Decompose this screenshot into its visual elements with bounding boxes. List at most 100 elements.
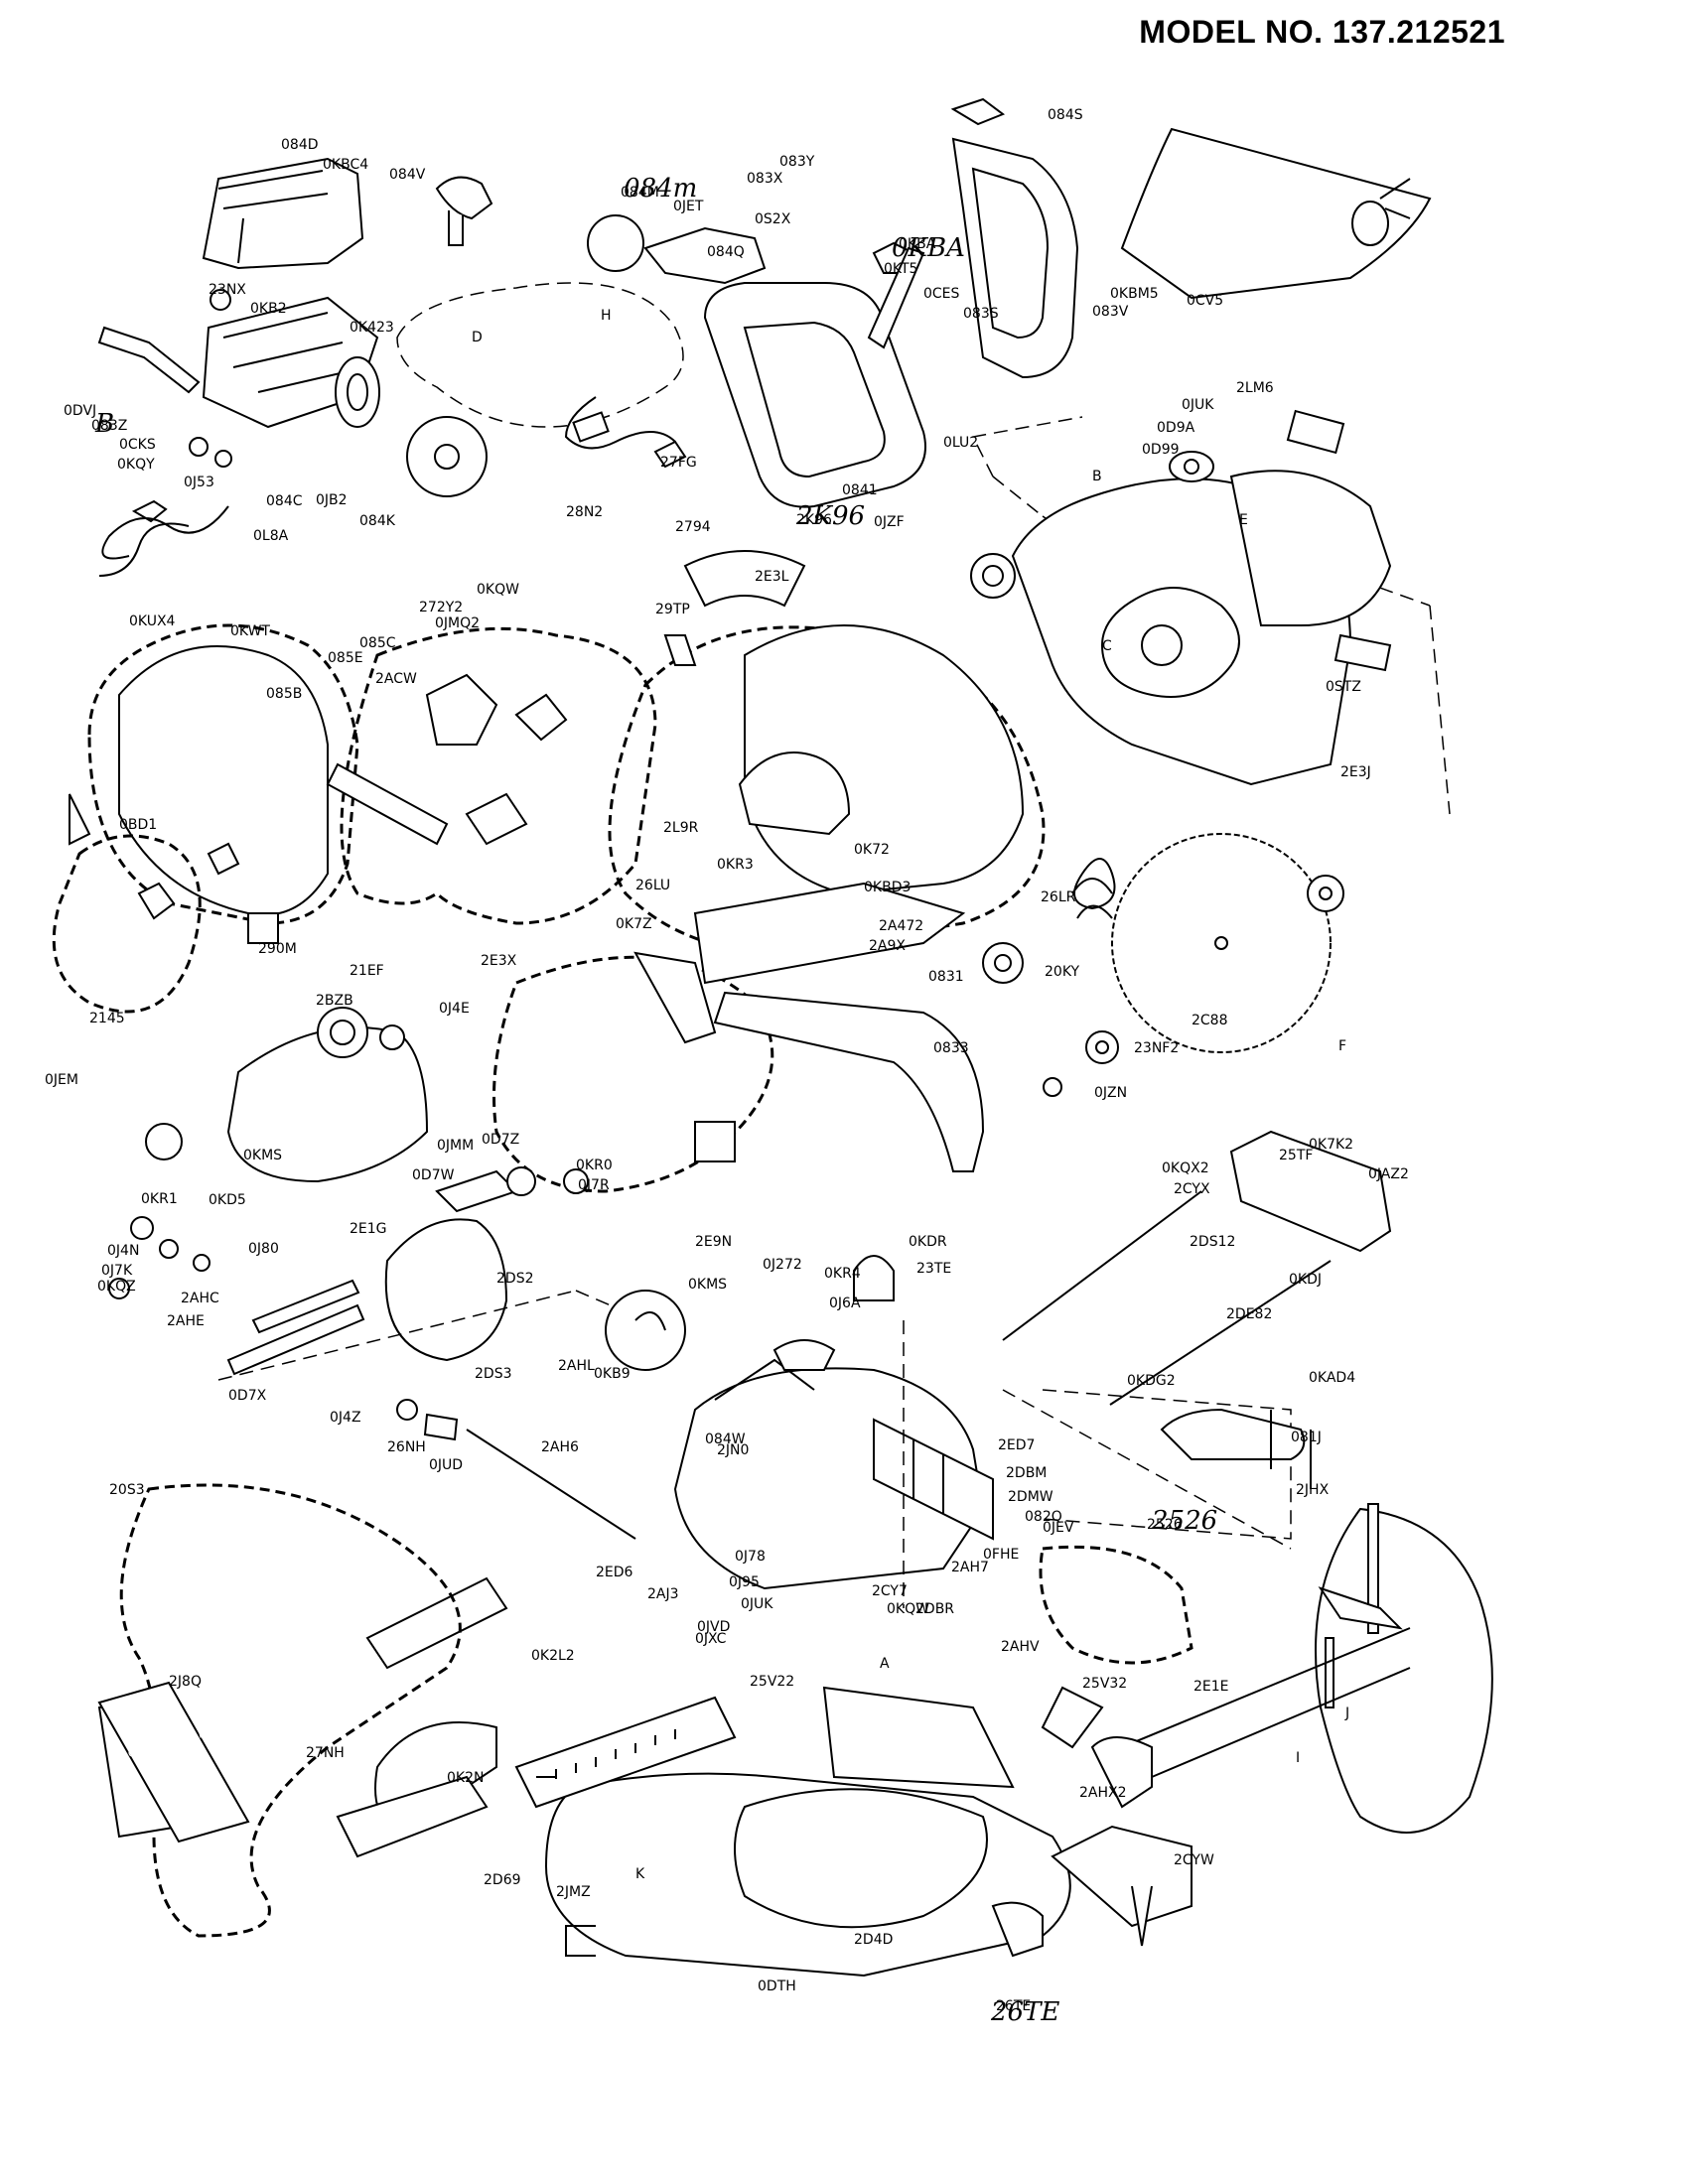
part-label: D — [472, 330, 483, 345]
part-label: 0KR1 — [141, 1191, 178, 1207]
part-label: 0JVD — [697, 1619, 730, 1635]
part-label: 0FHE — [983, 1547, 1019, 1563]
part-label: 2DS3 — [475, 1366, 511, 1382]
part-label: 2AJ3 — [647, 1586, 679, 1602]
part-label: 0KR3 — [717, 857, 754, 873]
part-label: 0JZF — [874, 514, 905, 530]
upper-guard-group — [608, 550, 1046, 955]
part-label: 0KDG2 — [1127, 1373, 1176, 1389]
part-label: H — [601, 308, 612, 324]
part-label: 2ED7 — [998, 1437, 1035, 1453]
handwritten-2526: 2526 — [1151, 1506, 1217, 1536]
part-label: 0JMM — [437, 1138, 474, 1154]
model-number-title: MODEL NO. 137.212521 — [1139, 14, 1505, 50]
part-label: 2JHX — [1296, 1482, 1330, 1498]
part-label: 0CV5 — [1187, 293, 1223, 309]
part-label: 0KQW — [887, 1601, 929, 1617]
part-label: 0D99 — [1142, 442, 1180, 458]
part-label: 2DBM — [1006, 1465, 1047, 1481]
part-label: 0JXC — [695, 1631, 727, 1647]
part-label: 2CYX — [1174, 1181, 1210, 1197]
part-label: 2LM6 — [1236, 380, 1274, 396]
part-label: 0KQZ — [97, 1279, 136, 1295]
part-label: 0JUK — [1182, 397, 1214, 413]
part-label: 0KUX4 — [129, 614, 176, 629]
part-label: 0L8A — [253, 528, 289, 544]
part-label: 0CES — [923, 286, 960, 302]
part-label: 0KT5 — [884, 261, 917, 277]
part-label: 2CY7 — [872, 1583, 908, 1599]
part-label: 2DE82 — [1226, 1306, 1272, 1322]
part-label: B — [1092, 469, 1102, 484]
part-label: 2E1E — [1193, 1679, 1229, 1695]
part-label: 2JN0 — [717, 1442, 749, 1458]
part-label: 0KBA — [899, 236, 936, 252]
part-label: 25V32 — [1082, 1676, 1127, 1692]
part-label: 0JEM — [45, 1072, 78, 1088]
hold-down-clamp-group — [1315, 1503, 1493, 1834]
part-label: 2E9N — [695, 1234, 732, 1250]
lower-guard-group — [145, 1007, 429, 1183]
part-label: 2CYW — [1174, 1852, 1214, 1868]
part-label: 2DMW — [1008, 1489, 1053, 1505]
part-label: 2L9R — [663, 820, 699, 836]
part-label: 272Y2 — [419, 600, 463, 615]
fence-rails-group — [1002, 1130, 1392, 1550]
linkage-group — [492, 882, 985, 1193]
part-label: 0KMS — [688, 1277, 727, 1293]
part-label: 0K2N — [447, 1770, 484, 1786]
part-label: 0KD5 — [209, 1192, 246, 1208]
part-label: J — [1344, 1706, 1349, 1721]
part-label: 0833 — [933, 1040, 969, 1056]
part-label: 20S3 — [109, 1482, 145, 1498]
part-label: 2E3L — [755, 569, 789, 585]
part-label: C — [1102, 638, 1112, 654]
part-label: 083X — [747, 171, 783, 187]
part-label: 0841 — [842, 482, 878, 498]
part-label: 0K7K2 — [1309, 1137, 1353, 1153]
part-label: 2AHE — [167, 1313, 205, 1329]
part-label: 0KR4 — [824, 1266, 861, 1282]
part-label: 2ED6 — [596, 1565, 633, 1580]
part-labels: 084D0KBC4084V23NX0KB20K4230DVJ083Z0CKS0K… — [45, 107, 1409, 2014]
part-label: 0CKS — [119, 437, 156, 453]
part-label: 084C — [266, 493, 303, 509]
part-label: 2K96 — [796, 512, 832, 528]
part-label: 0K72 — [854, 842, 890, 858]
part-label: 2A9X — [869, 938, 906, 954]
part-label: 0J6A — [829, 1296, 861, 1311]
part-label: 0J7K — [101, 1263, 133, 1279]
part-label: 0KBC4 — [323, 157, 368, 173]
part-label: 2794 — [675, 519, 711, 535]
part-label: 0LU2 — [943, 435, 978, 451]
part-label: 084Q — [707, 244, 745, 260]
part-label: 0KBD3 — [864, 880, 911, 895]
part-label: 0KB9 — [594, 1366, 631, 1382]
part-label: 2AHC — [181, 1291, 219, 1306]
part-label: 0KQX2 — [1162, 1160, 1209, 1176]
part-label: 084M — [621, 185, 659, 201]
part-label: I — [1296, 1750, 1300, 1766]
part-label: 290M — [258, 941, 297, 957]
part-label: 0KQW — [477, 582, 519, 598]
part-label: 0DTH — [758, 1979, 796, 1994]
part-label: 0831 — [928, 969, 964, 985]
part-label: 26NH — [387, 1439, 426, 1455]
part-label: 29TP — [655, 602, 690, 617]
part-label: 2JMZ — [556, 1884, 591, 1900]
part-label: 2AH6 — [541, 1439, 579, 1455]
part-label: 0JUD — [429, 1457, 463, 1473]
part-label: 2C88 — [1192, 1013, 1228, 1028]
part-label: 0BD1 — [119, 817, 157, 833]
part-label: 084S — [1048, 107, 1083, 123]
handle-switch-group — [396, 97, 1079, 508]
part-label: 0J7R — [578, 1177, 610, 1193]
part-label: 0J4N — [107, 1243, 139, 1259]
part-label: 083Z — [91, 418, 127, 434]
part-label: 0KDR — [909, 1234, 947, 1250]
part-label: 27NH — [306, 1745, 345, 1761]
base-turntable-group — [605, 1255, 1292, 1608]
motor-cover-group — [97, 157, 493, 577]
